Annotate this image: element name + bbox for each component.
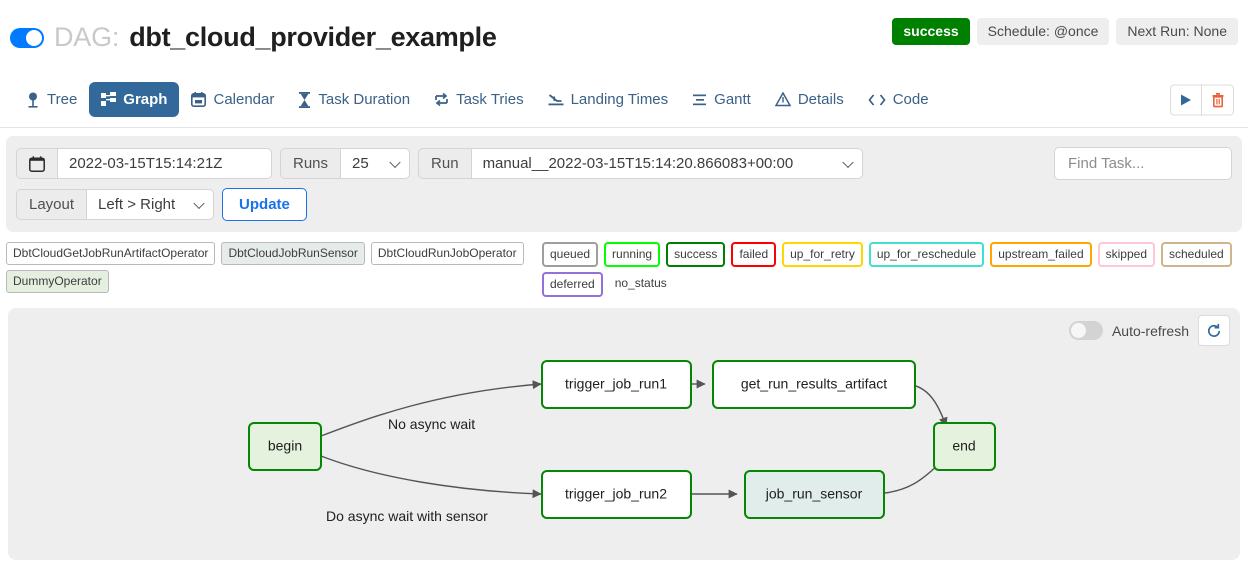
state-legend: queued running success failed up_for_ret… [542, 242, 1242, 297]
calendar-icon [191, 92, 207, 107]
tab-label: Gantt [714, 91, 751, 108]
filter-panel: 2022-03-15T15:14:21Z Runs 25 Run manual_… [6, 136, 1242, 232]
calendar-icon[interactable] [16, 148, 57, 179]
gantt-icon [692, 93, 707, 107]
runs-label: Runs [280, 148, 341, 179]
auto-refresh-label: Auto-refresh [1111, 322, 1189, 339]
tab-label: Landing Times [570, 91, 669, 108]
run-group: Run manual__2022-03-15T15:14:20.866083+0… [418, 148, 863, 179]
tab-task-tries[interactable]: Task Tries [422, 82, 536, 117]
header-badges: success Schedule: @once Next Run: None [892, 18, 1238, 45]
hourglass-icon [298, 91, 311, 108]
edge-label-no-async-wait: No async wait [388, 416, 475, 432]
tab-landing-times[interactable]: Landing Times [536, 82, 681, 117]
edge-sensor-to-end [875, 459, 944, 495]
tab-label: Task Tries [456, 91, 524, 108]
tab-label: Task Duration [318, 91, 411, 108]
task-node-label: get_run_results_artifact [741, 376, 887, 392]
tab-label: Graph [123, 91, 168, 108]
next-run-badge: Next Run: None [1116, 18, 1238, 45]
state-chip-queued[interactable]: queued [542, 242, 599, 267]
state-chip-deferred[interactable]: deferred [542, 272, 603, 297]
graph-toolbar: Auto-refresh [1068, 315, 1230, 346]
operator-chip[interactable]: DbtCloudJobRunSensor [221, 242, 365, 265]
state-chip-upstream-failed[interactable]: upstream_failed [990, 242, 1092, 267]
operator-chip[interactable]: DbtCloudGetJobRunArtifactOperator [6, 242, 216, 265]
run-select[interactable]: manual__2022-03-15T15:14:20.866083+00:00 [470, 148, 863, 179]
tab-tree[interactable]: Tree [14, 82, 89, 117]
operator-chip[interactable]: DummyOperator [6, 270, 109, 293]
operator-chip[interactable]: DbtCloudRunJobOperator [370, 242, 524, 265]
find-task-input[interactable]: Find Task... [1054, 147, 1232, 180]
edge-begin-to-trigger2 [320, 455, 542, 499]
state-chip-up-for-reschedule[interactable]: up_for_reschedule [868, 242, 985, 267]
state-chip-failed[interactable]: failed [731, 242, 777, 267]
execution-date-input[interactable]: 2022-03-15T15:14:21Z [57, 148, 272, 179]
operator-legend: DbtCloudGetJobRunArtifactOperator DbtClo… [6, 242, 526, 297]
filter-row-layout: Layout Left > Right Update [16, 188, 1232, 221]
tab-calendar[interactable]: Calendar [179, 82, 286, 117]
tab-gantt[interactable]: Gantt [680, 82, 763, 117]
warning-triangle-icon [774, 92, 791, 107]
tree-icon [26, 92, 40, 108]
state-label-no-status: no_status [614, 276, 667, 290]
layout-label: Layout [16, 189, 87, 220]
dag-pause-toggle[interactable] [10, 27, 44, 48]
tab-label: Details [797, 91, 844, 108]
tab-graph[interactable]: Graph [89, 82, 180, 117]
task-node-begin[interactable]: begin [248, 422, 322, 471]
auto-refresh-toggle[interactable] [1068, 321, 1103, 340]
update-button[interactable]: Update [222, 188, 307, 221]
page-header: DAG: dbt_cloud_provider_example success … [0, 0, 1248, 72]
tab-code[interactable]: Code [856, 82, 941, 117]
state-chip-scheduled[interactable]: scheduled [1161, 242, 1232, 267]
dag-title-row: DAG: dbt_cloud_provider_example [10, 0, 1238, 53]
task-node-end[interactable]: end [933, 422, 996, 471]
delete-dag-trash-icon[interactable] [1202, 84, 1234, 115]
dag-action-buttons [1170, 84, 1234, 115]
tab-label: Tree [47, 91, 78, 108]
task-node-label: trigger_job_run1 [565, 376, 667, 392]
tab-label: Calendar [213, 91, 275, 108]
state-chip-running[interactable]: running [604, 242, 661, 267]
filter-row-primary: 2022-03-15T15:14:21Z Runs 25 Run manual_… [16, 147, 1232, 180]
state-chip-skipped[interactable]: skipped [1097, 242, 1155, 267]
status-badge: success [892, 18, 970, 45]
dag-label: DAG: [54, 22, 120, 52]
state-chip-success[interactable]: success [666, 242, 726, 267]
task-node-job-run-sensor[interactable]: job_run_sensor [744, 470, 885, 519]
retry-icon [434, 92, 449, 107]
task-node-label: end [952, 438, 975, 454]
tab-label: Code [892, 91, 929, 108]
trigger-dag-play-icon[interactable] [1170, 84, 1202, 115]
runs-group: Runs 25 [280, 148, 411, 179]
layout-select[interactable]: Left > Right [86, 189, 215, 220]
dag-graph-canvas[interactable]: No async wait Do async wait with sensor … [8, 308, 1240, 560]
task-node-trigger-job-run2[interactable]: trigger_job_run2 [541, 470, 692, 519]
legend: DbtCloudGetJobRunArtifactOperator DbtClo… [0, 232, 1248, 305]
run-label: Run [418, 148, 471, 179]
execution-date-group: 2022-03-15T15:14:21Z [16, 148, 272, 179]
layout-group: Layout Left > Right [16, 189, 215, 220]
graph-icon [101, 92, 117, 107]
landing-icon [548, 92, 564, 107]
state-chip-up-for-retry[interactable]: up_for_retry [782, 242, 863, 267]
tab-details[interactable]: Details [763, 82, 856, 117]
task-node-get-run-results-artifact[interactable]: get_run_results_artifact [712, 360, 916, 409]
dag-view-tabbar: Tree Graph Calendar Task Duration Task T… [0, 72, 1248, 128]
code-brackets-icon [868, 93, 886, 107]
edge-label-async-wait-sensor: Do async wait with sensor [326, 508, 488, 524]
edge-begin-to-trigger1 [320, 380, 542, 437]
task-node-label: job_run_sensor [765, 486, 863, 502]
task-node-label: trigger_job_run2 [565, 486, 667, 502]
tab-task-duration[interactable]: Task Duration [286, 82, 422, 117]
schedule-badge[interactable]: Schedule: @once [976, 18, 1110, 45]
runs-select[interactable]: 25 [340, 148, 411, 179]
dag-name: dbt_cloud_provider_example [129, 22, 497, 52]
graph-panel: Auto-refresh No async wait Do async wait… [8, 308, 1240, 560]
task-node-label: begin [268, 438, 302, 454]
refresh-icon[interactable] [1198, 315, 1230, 346]
task-node-trigger-job-run1[interactable]: trigger_job_run1 [541, 360, 692, 409]
